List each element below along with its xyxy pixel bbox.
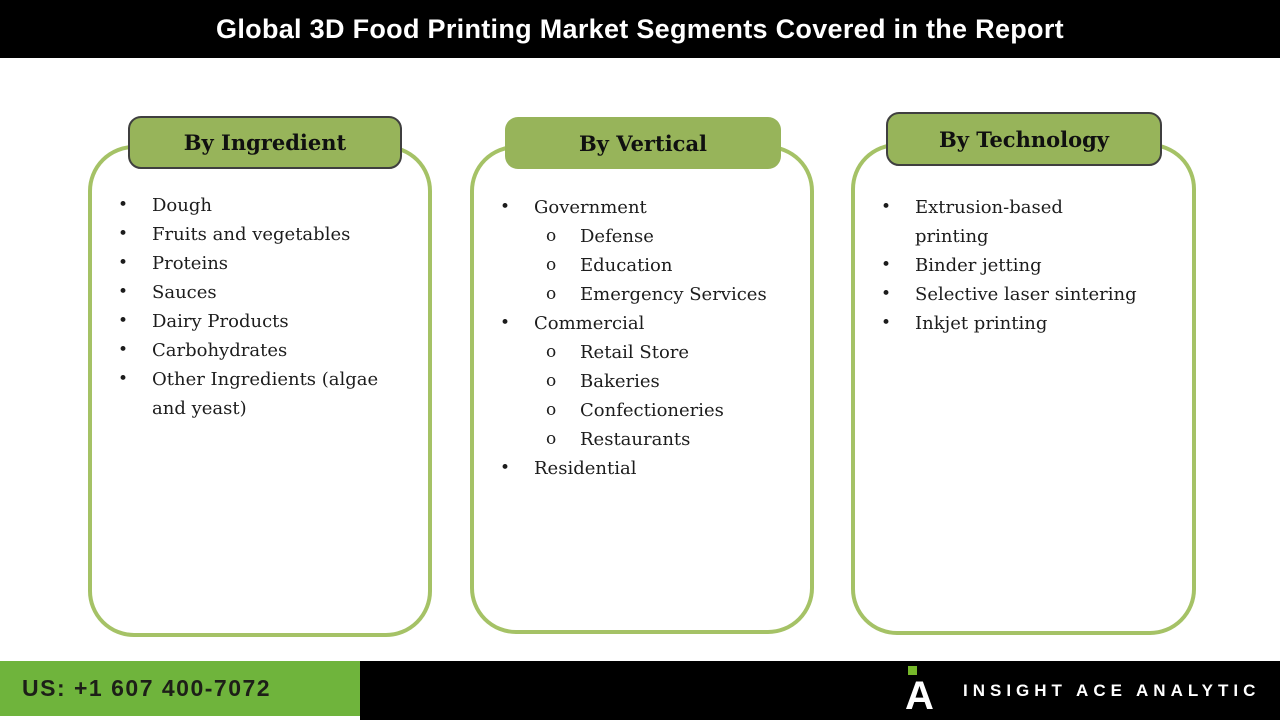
logo-letter: A bbox=[905, 673, 934, 718]
bullet-icon: • bbox=[881, 284, 892, 304]
list-item-label: Carbohydrates bbox=[152, 340, 288, 361]
technology-list: • Extrusion-based printing • Binder jettin… bbox=[855, 147, 1192, 338]
list-subitem: o Defense bbox=[474, 222, 796, 251]
list-item-label: Bakeries bbox=[580, 371, 660, 392]
list-item: • Selective laser sintering bbox=[855, 280, 1178, 309]
list-item-label: Inkjet printing bbox=[915, 313, 1048, 334]
list-subitem: o Confectioneries bbox=[474, 396, 796, 425]
bullet-icon: • bbox=[881, 255, 892, 275]
panel-by-ingredient: •Dough •Fruits and vegetables •Proteins … bbox=[88, 145, 432, 637]
list-item: • Proteins bbox=[92, 249, 414, 278]
list-item-label: Defense bbox=[580, 226, 654, 247]
bullet-icon: • bbox=[500, 313, 511, 333]
bullet-icon: • bbox=[118, 340, 129, 360]
badge-by-ingredient: By Ingredient bbox=[128, 116, 402, 169]
list-item-label: Residential bbox=[534, 458, 637, 479]
bullet-icon: • bbox=[118, 311, 129, 331]
list-item-label: Confectioneries bbox=[580, 400, 724, 421]
list-item: • Sauces bbox=[92, 278, 414, 307]
brand-banner: A INSIGHT ACE ANALYTIC bbox=[360, 661, 1280, 720]
insight-ace-logo-icon: A bbox=[905, 665, 941, 717]
panel-by-technology: • Extrusion-based printing • Binder jettin… bbox=[851, 143, 1196, 635]
list-item: • Other Ingredients (algae and yeast) bbox=[92, 365, 414, 423]
circle-bullet-icon: o bbox=[546, 255, 557, 275]
circle-bullet-icon: o bbox=[546, 226, 557, 246]
list-item-label: Restaurants bbox=[580, 429, 691, 450]
list-item: • Carbohydrates bbox=[92, 336, 414, 365]
list-item-label: Binder jetting bbox=[915, 255, 1042, 276]
bullet-icon: • bbox=[118, 224, 129, 244]
bullet-icon: • bbox=[118, 282, 129, 302]
list-item: • Binder jetting bbox=[855, 251, 1178, 280]
bullet-icon: • bbox=[881, 197, 892, 217]
phone-number: US: +1 607 400-7072 bbox=[22, 675, 272, 701]
list-item-label: Emergency Services bbox=[580, 284, 767, 305]
list-item: • Government bbox=[474, 193, 796, 222]
list-item-label: Government bbox=[534, 197, 647, 218]
list-item: • Residential bbox=[474, 454, 796, 483]
list-item-label: Sauces bbox=[152, 282, 217, 303]
page-title: Global 3D Food Printing Market Segments … bbox=[216, 13, 1064, 44]
list-item: • Inkjet printing bbox=[855, 309, 1178, 338]
list-item: • Dough bbox=[92, 191, 414, 220]
list-item-label: Dairy Products bbox=[152, 311, 289, 332]
list-item-label: Retail Store bbox=[580, 342, 690, 363]
bullet-icon: • bbox=[118, 253, 129, 273]
list-item-label: Fruits and vegetables bbox=[152, 224, 351, 245]
bullet-icon: • bbox=[118, 195, 129, 215]
circle-bullet-icon: o bbox=[546, 429, 557, 449]
list-item: • Fruits and vegetables bbox=[92, 220, 414, 249]
list-item: • Commercial bbox=[474, 309, 796, 338]
bullet-icon: • bbox=[500, 458, 511, 478]
list-item: • Extrusion-based printing bbox=[855, 193, 1178, 251]
circle-bullet-icon: o bbox=[546, 400, 557, 420]
list-item-label: Education bbox=[580, 255, 673, 276]
list-item-label: Selective laser sintering bbox=[915, 284, 1137, 305]
brand-name: INSIGHT ACE ANALYTIC bbox=[963, 680, 1261, 700]
footer-divider bbox=[0, 716, 360, 720]
logo-green-square-icon bbox=[908, 665, 917, 675]
title-bar: Global 3D Food Printing Market Segments … bbox=[0, 0, 1280, 58]
badge-by-vertical-label: By Vertical bbox=[578, 130, 708, 156]
bullet-icon: • bbox=[118, 369, 129, 389]
badge-by-technology: By Technology bbox=[886, 112, 1162, 166]
circle-bullet-icon: o bbox=[546, 371, 557, 391]
list-subitem: o Education bbox=[474, 251, 796, 280]
list-item-label: Other Ingredients (algae and yeast) bbox=[152, 369, 379, 419]
badge-by-technology-label: By Technology bbox=[938, 126, 1110, 152]
list-item-label: Extrusion-based printing bbox=[915, 197, 1063, 247]
bullet-icon: • bbox=[881, 313, 892, 333]
phone-banner: US: +1 607 400-7072 bbox=[0, 661, 360, 716]
list-subitem: o Emergency Services bbox=[474, 280, 796, 309]
list-subitem: o Retail Store bbox=[474, 338, 796, 367]
list-item-label: Proteins bbox=[152, 253, 229, 274]
circle-bullet-icon: o bbox=[546, 342, 557, 362]
list-item-label: Dough bbox=[152, 195, 212, 216]
list-item: • Dairy Products bbox=[92, 307, 414, 336]
circle-bullet-icon: o bbox=[546, 284, 557, 304]
footer-bar: US: +1 607 400-7072 A INSIGHT ACE ANALYT… bbox=[0, 661, 1280, 720]
badge-by-vertical: By Vertical bbox=[505, 117, 781, 169]
list-subitem: o Bakeries bbox=[474, 367, 796, 396]
bullet-icon: • bbox=[500, 197, 511, 217]
list-item-label: Commercial bbox=[534, 313, 645, 334]
list-subitem: o Restaurants bbox=[474, 425, 796, 454]
ingredient-list: •Dough •Fruits and vegetables •Proteins … bbox=[92, 149, 428, 423]
badge-by-ingredient-label: By Ingredient bbox=[183, 130, 347, 155]
